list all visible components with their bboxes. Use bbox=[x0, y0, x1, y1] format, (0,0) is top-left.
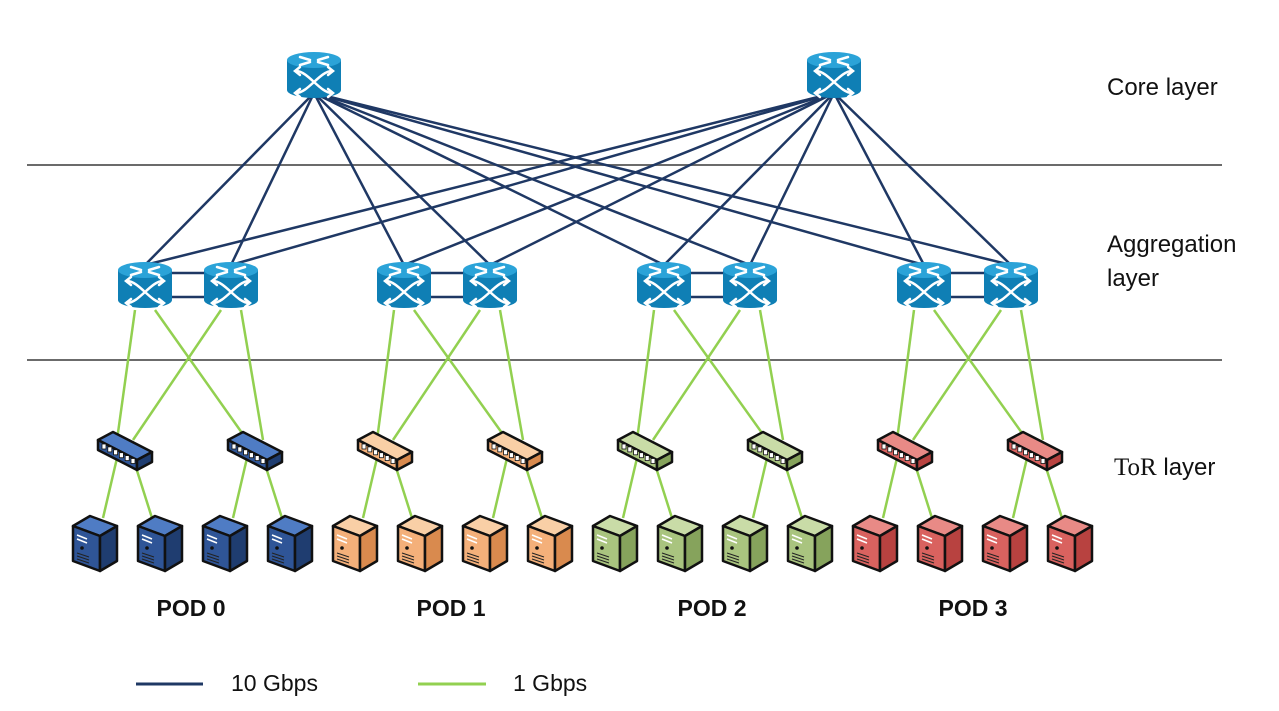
link-pod1-agg0-tor1 bbox=[412, 309, 509, 441]
server-icon-pod3-3 bbox=[1046, 514, 1094, 573]
tor-switch-icon-pod0-1 bbox=[226, 430, 284, 472]
link-pod0-agg0-tor1 bbox=[153, 309, 249, 441]
link-pod1-agg0-tor0 bbox=[375, 309, 396, 441]
aggregation-switch-icon-pod3-1 bbox=[984, 262, 1038, 309]
aggregation-switch-icon-pod0-1 bbox=[204, 262, 258, 309]
tor-switch-icon-pod0-0 bbox=[96, 430, 154, 472]
link-core1-pod3-agg1 bbox=[833, 92, 1012, 266]
link-pod0-tor1-server0 bbox=[231, 457, 249, 519]
legend-label-1gbps: 1 Gbps bbox=[513, 670, 588, 696]
server-icon-pod1-0 bbox=[331, 514, 379, 573]
server-icon-pod3-0 bbox=[851, 514, 899, 573]
server-icon-pod2-0 bbox=[591, 514, 639, 573]
pod-label-3: POD 3 bbox=[938, 595, 1008, 621]
link-pod2-agg1-tor0 bbox=[651, 309, 742, 441]
link-pod1-tor1-server0 bbox=[491, 457, 509, 519]
tor-switch-icon-pod1-1 bbox=[486, 430, 544, 472]
link-core1-pod1-agg1 bbox=[489, 91, 835, 267]
arrows-icon bbox=[989, 275, 1033, 309]
arrows-icon bbox=[468, 275, 512, 309]
server-icon-pod2-2 bbox=[721, 514, 769, 573]
link-pod0-agg1-tor0 bbox=[131, 309, 223, 441]
link-pod3-agg1-tor0 bbox=[911, 309, 1003, 441]
link-pod2-agg0-tor1 bbox=[672, 309, 769, 441]
aggregation-switch-icon-pod2-0 bbox=[637, 262, 691, 309]
server-icon-pod1-2 bbox=[461, 514, 509, 573]
core-switch-icon-0 bbox=[287, 52, 341, 99]
server-icon-pod0-2 bbox=[201, 514, 249, 573]
links-10gbps bbox=[144, 91, 1012, 299]
aggregation-layer-text-line2: layer bbox=[1107, 265, 1160, 292]
aggregation-switch-icon-pod1-0 bbox=[377, 262, 431, 309]
server-icon-pod0-0 bbox=[71, 514, 119, 573]
tor-switch-icon-pod3-1 bbox=[1006, 430, 1064, 472]
aggregation-switch-icon-pod1-1 bbox=[463, 262, 517, 309]
aggregation-layer-text-line1: Aggregation bbox=[1107, 231, 1237, 258]
tor-layer-label: ToR layer bbox=[1114, 451, 1215, 485]
server-icon-pod0-1 bbox=[136, 514, 184, 573]
link-pod3-tor1-server0 bbox=[1011, 457, 1029, 519]
tor-switch-icon-pod3-0 bbox=[876, 430, 934, 472]
link-pod1-tor0-server0 bbox=[361, 457, 379, 519]
tor-switch-icon-pod2-1 bbox=[746, 430, 804, 472]
arrows-icon bbox=[292, 65, 336, 99]
tor-layer-prefix: ToR bbox=[1114, 454, 1157, 481]
link-pod3-tor0-server0 bbox=[881, 457, 899, 519]
link-pod2-agg0-tor0 bbox=[635, 309, 656, 441]
nodes bbox=[71, 52, 1094, 573]
link-pod1-agg1-tor1 bbox=[498, 309, 525, 441]
link-core0-pod0-agg0 bbox=[144, 92, 315, 266]
link-pod2-agg1-tor1 bbox=[758, 309, 785, 441]
server-icon-pod1-3 bbox=[526, 514, 574, 573]
pod-label-2: POD 2 bbox=[677, 595, 747, 621]
server-icon-pod3-2 bbox=[981, 514, 1029, 573]
link-core1-pod2-agg1 bbox=[748, 92, 836, 266]
server-icon-pod2-3 bbox=[786, 514, 834, 573]
links-1gbps bbox=[101, 309, 1064, 519]
aggregation-switch-icon-pod3-0 bbox=[897, 262, 951, 309]
arrows-icon bbox=[382, 275, 426, 309]
link-core0-pod0-agg1 bbox=[229, 92, 316, 266]
link-core1-pod2-agg0 bbox=[663, 92, 835, 266]
arrows-icon bbox=[902, 275, 946, 309]
arrows-icon bbox=[642, 275, 686, 309]
link-pod3-agg0-tor0 bbox=[895, 309, 916, 441]
aggregation-layer-label: Aggregation layer bbox=[1107, 228, 1236, 296]
core-layer-label: Core layer bbox=[1107, 71, 1218, 105]
pod-label-1: POD 1 bbox=[416, 595, 486, 621]
arrows-icon bbox=[728, 275, 772, 309]
link-core1-pod0-agg1 bbox=[230, 91, 835, 267]
tor-switch-icon-pod2-0 bbox=[616, 430, 674, 472]
link-pod2-tor1-server0 bbox=[751, 457, 769, 519]
link-core0-pod1-agg0 bbox=[312, 92, 406, 266]
link-pod0-tor0-server0 bbox=[101, 457, 119, 519]
arrows-icon bbox=[812, 65, 856, 99]
server-icon-pod0-3 bbox=[266, 514, 314, 573]
tor-layer-suffix: layer bbox=[1163, 454, 1216, 481]
aggregation-switch-icon-pod0-0 bbox=[118, 262, 172, 309]
link-core1-pod0-agg0 bbox=[144, 91, 835, 267]
link-pod0-agg1-tor1 bbox=[239, 309, 265, 441]
link-pod3-agg1-tor1 bbox=[1019, 309, 1045, 441]
server-icon-pod2-1 bbox=[656, 514, 704, 573]
aggregation-switch-icon-pod2-1 bbox=[723, 262, 777, 309]
link-pod3-agg0-tor1 bbox=[932, 309, 1029, 441]
arrows-icon bbox=[123, 275, 167, 309]
link-core1-pod3-agg0 bbox=[832, 92, 926, 266]
link-core1-pod1-agg0 bbox=[403, 91, 835, 267]
link-core0-pod1-agg1 bbox=[313, 92, 491, 266]
link-pod0-agg0-tor0 bbox=[115, 309, 137, 441]
pod-label-0: POD 0 bbox=[156, 595, 226, 621]
tor-switch-icon-pod1-0 bbox=[356, 430, 414, 472]
link-pod1-agg1-tor0 bbox=[391, 309, 482, 441]
core-layer-text: Core layer bbox=[1107, 74, 1218, 101]
core-switch-icon-1 bbox=[807, 52, 861, 99]
server-icon-pod3-1 bbox=[916, 514, 964, 573]
link-pod2-tor0-server0 bbox=[621, 457, 639, 519]
legend-label-10gbps: 10 Gbps bbox=[231, 670, 318, 696]
arrows-icon bbox=[209, 275, 253, 309]
server-icon-pod1-1 bbox=[396, 514, 444, 573]
